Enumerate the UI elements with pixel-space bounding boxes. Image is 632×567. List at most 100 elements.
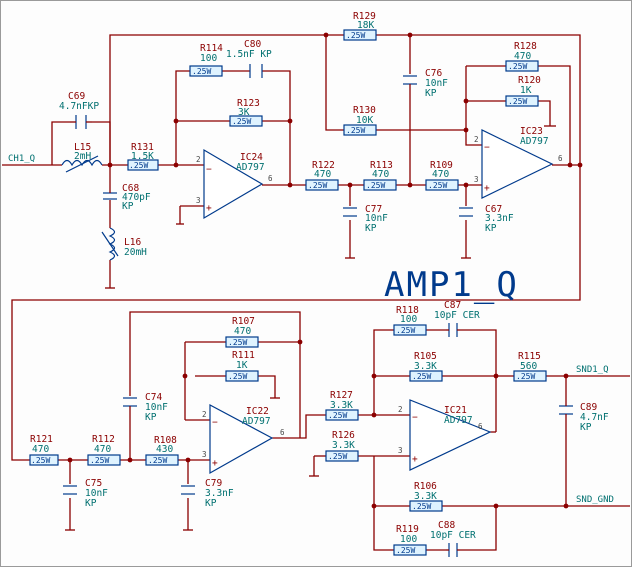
svg-text:.25W: .25W (228, 372, 247, 381)
svg-text:−: − (212, 417, 218, 428)
svg-text:3.3K: 3.3K (414, 491, 437, 502)
svg-text:.25W: .25W (516, 372, 535, 381)
svg-text:430: 430 (156, 444, 173, 455)
svg-text:KP: KP (365, 223, 377, 234)
capacitor-c87: C87 10pF CER (434, 300, 480, 337)
svg-text:3.3K: 3.3K (330, 400, 353, 411)
svg-text:.25W: .25W (31, 456, 50, 465)
svg-text:R113: R113 (370, 160, 393, 171)
svg-text:6: 6 (558, 154, 563, 163)
svg-text:.25W: .25W (328, 411, 347, 420)
opamp-ic21: 2 3 6 − + IC21 AD797 (398, 399, 492, 471)
svg-text:.25W: .25W (228, 338, 247, 347)
capacitor-c80: C80 1.5nF KP (226, 39, 272, 78)
svg-text:R129: R129 (353, 11, 376, 22)
svg-text:.25W: .25W (232, 117, 251, 126)
svg-text:.25W: .25W (308, 181, 327, 190)
svg-text:560: 560 (520, 361, 537, 372)
svg-text:R119: R119 (396, 524, 419, 535)
svg-text:R120: R120 (518, 75, 541, 86)
svg-text:R111: R111 (232, 350, 255, 361)
svg-text:L16: L16 (124, 237, 141, 248)
svg-text:4.7nFKP: 4.7nFKP (59, 101, 99, 112)
wires-lower (11, 165, 630, 551)
svg-text:KP: KP (205, 498, 217, 509)
svg-text:2: 2 (202, 410, 207, 419)
svg-text:10pF CER: 10pF CER (434, 310, 480, 321)
svg-text:.25W: .25W (412, 372, 431, 381)
svg-text:KP: KP (145, 412, 157, 423)
svg-text:10nF: 10nF (145, 402, 168, 413)
svg-text:.25W: .25W (346, 126, 365, 135)
svg-text:−: − (206, 164, 212, 175)
svg-text:R123: R123 (237, 98, 260, 109)
resistor-r129: .25W R129 18K (343, 11, 377, 41)
svg-text:KP: KP (425, 88, 437, 99)
svg-text:IC21: IC21 (444, 405, 467, 416)
inductor-l16: L16 20mH (101, 227, 147, 261)
svg-text:1.5K: 1.5K (131, 151, 154, 162)
svg-text:100: 100 (200, 53, 217, 64)
svg-text:.25W: .25W (508, 97, 527, 106)
svg-text:10nF: 10nF (85, 488, 108, 499)
svg-text:470: 470 (314, 169, 331, 180)
svg-text:C68: C68 (122, 183, 139, 194)
svg-text:3K: 3K (238, 107, 250, 118)
net-label-input: CH1_Q (8, 154, 35, 164)
svg-text:IC24: IC24 (240, 152, 263, 163)
svg-text:R131: R131 (131, 142, 154, 153)
svg-text:3: 3 (196, 196, 201, 205)
svg-text:6: 6 (478, 422, 483, 431)
svg-text:AD797: AD797 (444, 415, 473, 426)
svg-text:.25W: .25W (192, 67, 211, 76)
capacitor-c79: C79 3.3nF KP (181, 478, 234, 509)
resistor-r105: .25W R105 3.3K (409, 351, 443, 382)
resistor-r118: .25W R118 100 (393, 305, 427, 336)
schematic-title: AMP1_Q (384, 265, 519, 305)
resistor-r131: .25W R131 1.5K (127, 142, 159, 171)
resistor-r107: .25W R107 470 (225, 316, 259, 348)
resistor-r119: .25W R119 100 (393, 524, 427, 556)
svg-text:R127: R127 (330, 390, 353, 401)
svg-text:.25W: .25W (148, 456, 167, 465)
svg-text:4.7nF: 4.7nF (580, 412, 609, 423)
opamp-ic22: 2 3 6 − + IC22 AD797 (202, 404, 285, 475)
svg-text:C67: C67 (485, 204, 502, 215)
resistor-r130: .25W R130 10K (343, 105, 377, 136)
svg-text:100: 100 (400, 314, 417, 325)
svg-text:3.3K: 3.3K (332, 440, 355, 451)
svg-text:2: 2 (398, 405, 403, 414)
svg-text:10K: 10K (356, 115, 373, 126)
svg-text:.25W: .25W (366, 181, 385, 190)
capacitor-c75: C75 10nF KP (63, 478, 108, 509)
svg-text:+: + (412, 454, 418, 465)
svg-text:AD797: AD797 (520, 136, 549, 147)
svg-text:470: 470 (32, 444, 49, 455)
svg-text:470: 470 (372, 169, 389, 180)
svg-text:2: 2 (474, 135, 479, 144)
resistor-r109: .25W R109 470 (425, 160, 459, 191)
svg-text:.25W: .25W (508, 62, 527, 71)
svg-text:IC22: IC22 (246, 406, 269, 417)
svg-text:3: 3 (474, 175, 479, 184)
svg-text:100: 100 (400, 534, 417, 545)
capacitor-c68: C68 470pF KP (103, 183, 151, 212)
svg-text:C79: C79 (205, 478, 222, 489)
svg-text:R105: R105 (414, 351, 437, 362)
svg-text:L15: L15 (74, 142, 91, 153)
svg-text:C75: C75 (85, 478, 102, 489)
svg-text:−: − (412, 412, 418, 423)
svg-text:C77: C77 (365, 204, 382, 215)
svg-text:AD797: AD797 (242, 416, 271, 427)
svg-text:10nF: 10nF (365, 213, 388, 224)
resistor-r126: .25W R126 3.3K (325, 430, 359, 462)
resistor-r120: .25W R120 1K (505, 75, 541, 107)
svg-text:C87: C87 (444, 300, 461, 311)
svg-text:AD797: AD797 (236, 162, 265, 173)
svg-text:470: 470 (234, 326, 251, 337)
svg-text:C88: C88 (438, 520, 455, 531)
svg-text:2: 2 (196, 155, 201, 164)
svg-text:R109: R109 (430, 160, 453, 171)
svg-text:R118: R118 (396, 305, 419, 316)
capacitor-c67: C67 3.3nF KP (459, 204, 514, 234)
